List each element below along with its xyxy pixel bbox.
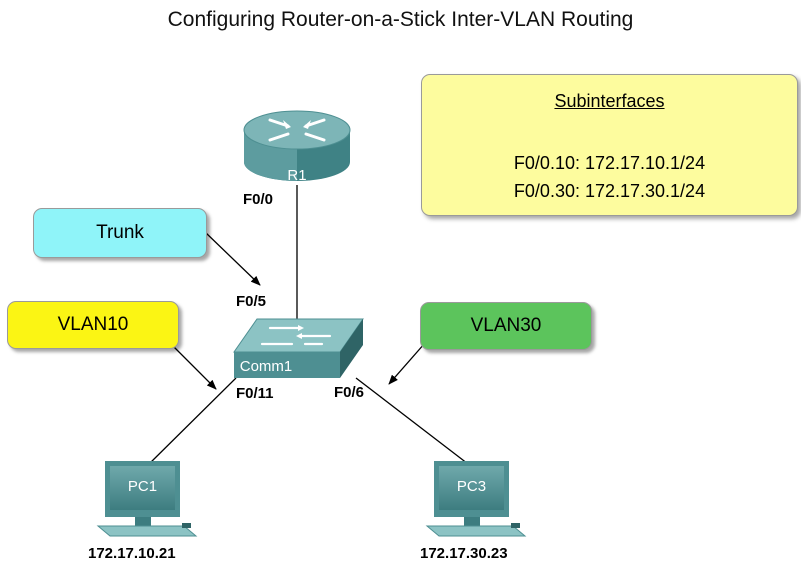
vlan10-callout-text: VLAN10 (57, 314, 129, 335)
diagram-title: Configuring Router-on-a-Stick Inter-VLAN… (167, 8, 634, 31)
vlan10-callout: VLAN10 (7, 301, 179, 349)
vlan30-callout: VLAN30 (420, 302, 592, 350)
trunk-callout: Trunk (33, 208, 207, 258)
subinterfaces-title: Subinterfaces (554, 91, 665, 111)
subinterface-line: F0/0.30: 172.17.30.1/24 (513, 181, 706, 201)
router-icon[interactable] (243, 110, 351, 181)
pc3-label: PC3 (456, 478, 487, 495)
vlan10-arrow (171, 344, 217, 390)
router-label: R1 (287, 167, 307, 184)
subinterfaces-box: Subinterfaces F0/0.10: 172.17.10.1/24 F0… (421, 74, 798, 216)
switch-icon[interactable] (233, 318, 364, 378)
vlan30-callout-text: VLAN30 (470, 315, 542, 336)
pc1-ip-label: 172.17.10.21 (88, 545, 176, 562)
link-switch-pc1 (145, 377, 237, 468)
link-switch-pc3 (355, 377, 473, 468)
trunk-port-label: F0/5 (236, 293, 267, 310)
router-port-label: F0/0 (243, 191, 274, 208)
subinterface-line: F0/0.10: 172.17.10.1/24 (513, 153, 706, 173)
pc3-port-label: F0/6 (334, 384, 365, 401)
pc1-port-label: F0/11 (236, 385, 274, 402)
trunk-arrow (204, 231, 261, 286)
pc3-icon[interactable] (425, 461, 527, 537)
pc1-label: PC1 (127, 478, 158, 495)
pc1-icon[interactable] (96, 461, 198, 537)
trunk-callout-text: Trunk (96, 222, 144, 243)
switch-label: Comm1 (239, 358, 293, 375)
pc3-ip-label: 172.17.30.23 (420, 545, 508, 562)
